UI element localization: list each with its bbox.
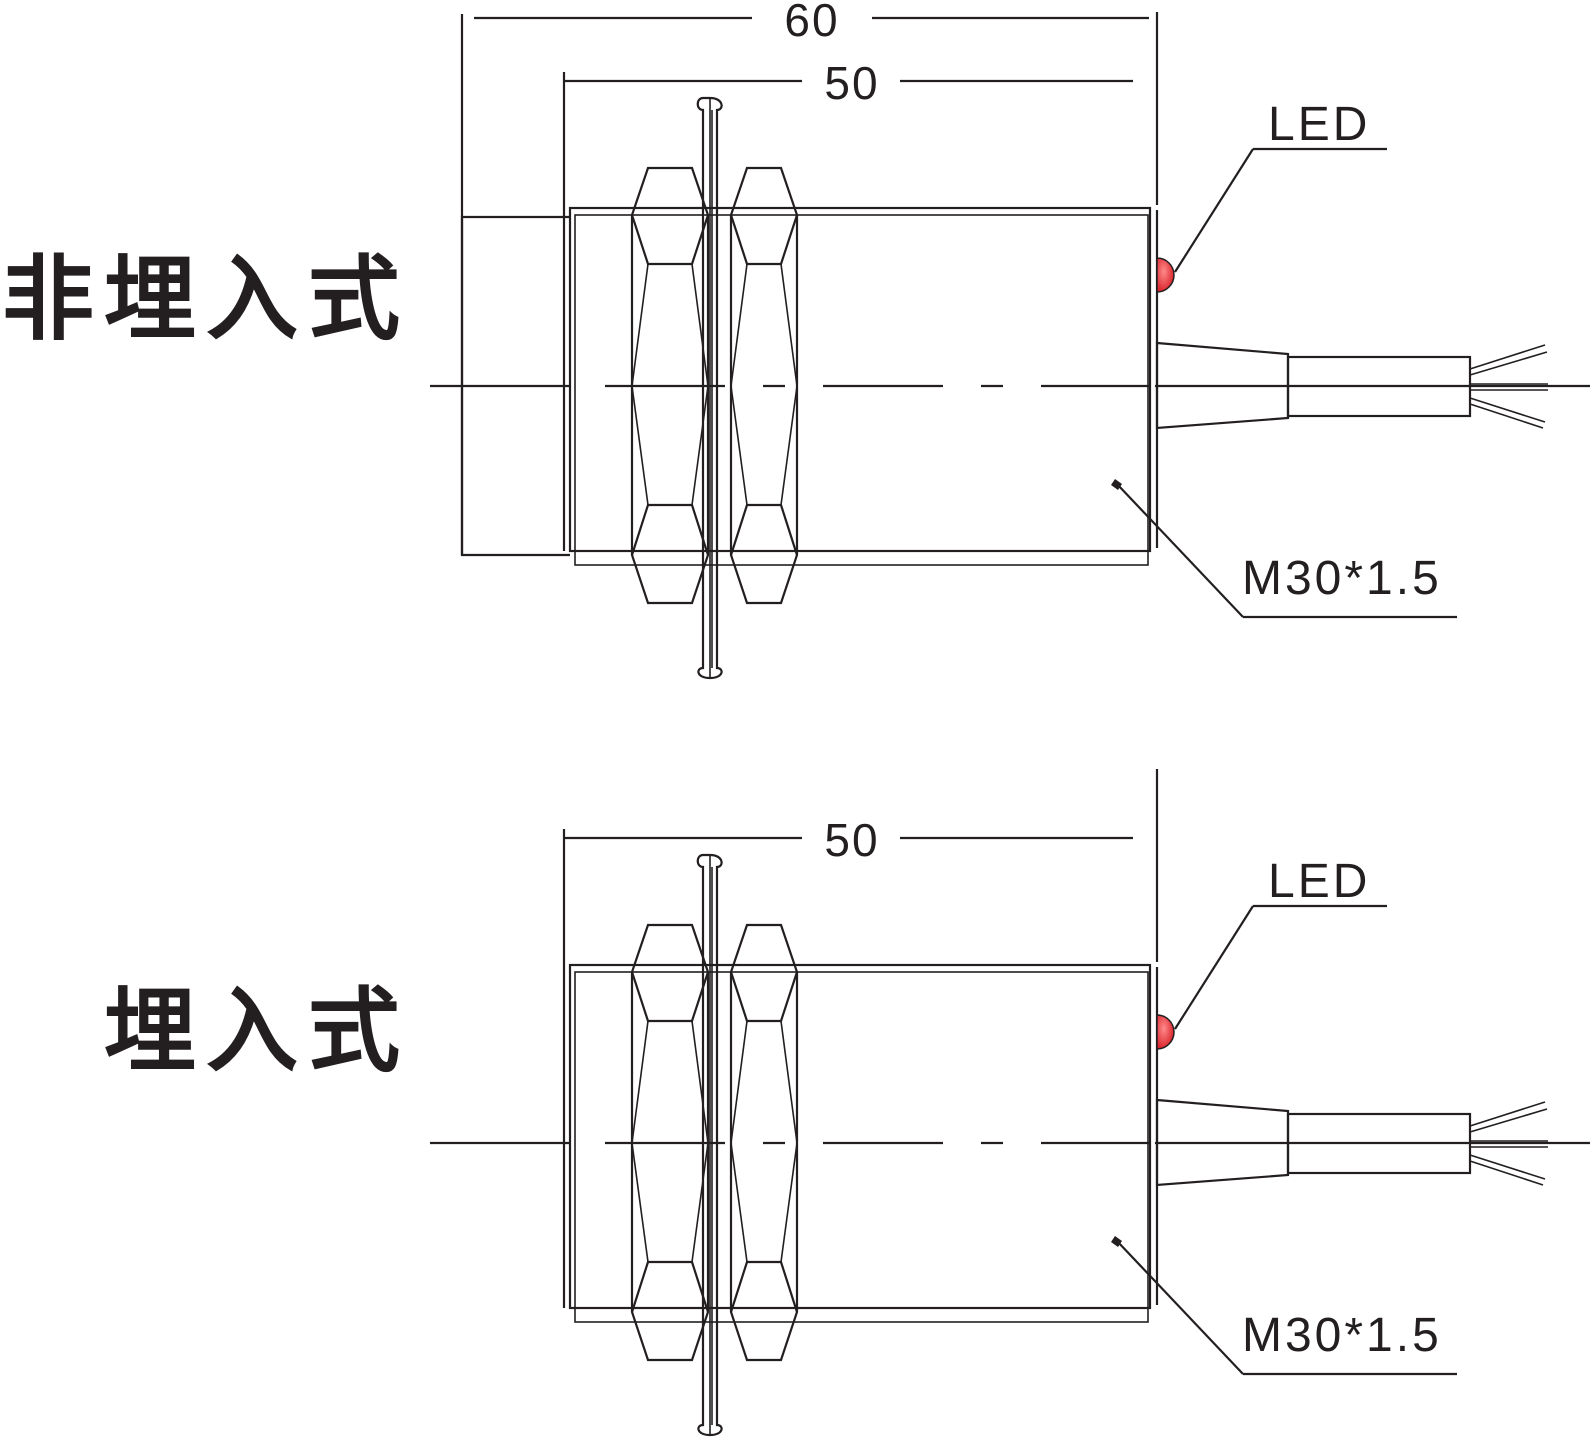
- dim-60-label: 60: [784, 0, 839, 46]
- dimension-60: 60: [460, 0, 1149, 555]
- dim-50-label: 50: [824, 57, 879, 109]
- diagram-non-flush: 60 50 LED M30*1.5 非埋入式: [2, 0, 1592, 680]
- led-indicator-icon: [1156, 1014, 1175, 1050]
- led-label: LED: [1268, 98, 1370, 151]
- diagram-flush: 50 LED M30*1.5 埋入式: [104, 767, 1592, 1437]
- led-label: LED: [1268, 855, 1370, 908]
- led-indicator-icon: [1156, 257, 1175, 293]
- dim-50-label: 50: [824, 814, 879, 866]
- thread-label: M30*1.5: [1242, 1309, 1442, 1362]
- diagram-title: 非埋入式: [2, 246, 410, 353]
- diagram-title: 埋入式: [104, 978, 410, 1085]
- thread-label: M30*1.5: [1242, 552, 1442, 605]
